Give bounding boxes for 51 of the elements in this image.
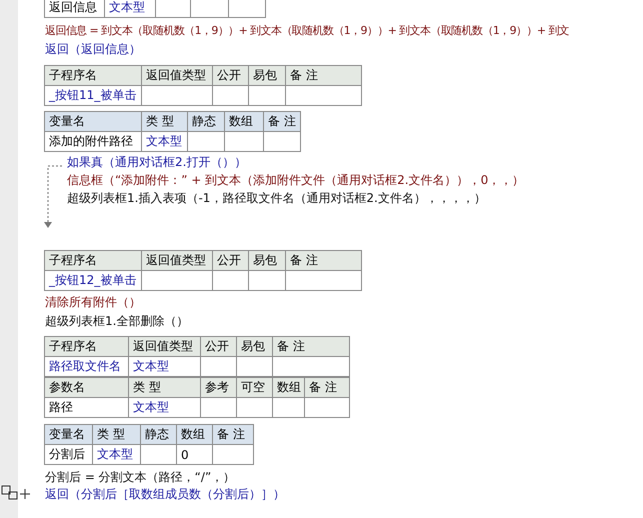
table-cell: 文本型 (128, 398, 200, 418)
code-line: 超级列表框1.插入表项（-1，路径取文件名（通用对话框2.文件名），，，，） (67, 190, 486, 207)
column-header: 备 注 (304, 378, 350, 398)
code-line: 如果真（通用对话框2.打开（）） (67, 154, 246, 171)
column-header: 类 型 (92, 424, 140, 444)
code-line: 信息框（“添加附件：” + 到文本（添加附件文件（通用对话框2.文件名）），0，，） (67, 172, 524, 189)
table-cell: 0 (176, 444, 212, 464)
column-header: 静态 (188, 112, 224, 132)
column-header: 子程序名 (44, 336, 128, 356)
column-header: 备 注 (286, 250, 362, 270)
table-cell: 添加的附件路径 (44, 132, 142, 152)
table-cell: _按钮12_被单击 (44, 270, 142, 290)
code-line: 分割后 = 分割文本（路径，“/”，） (45, 469, 236, 486)
table-cell: 文本型 (92, 444, 140, 464)
column-header: 易包 (248, 250, 286, 270)
table-cell: 分割后 (44, 444, 92, 464)
column-header: 子程序名 (44, 250, 142, 270)
column-header: 返回值类型 (142, 250, 212, 270)
column-header: 备 注 (286, 66, 362, 86)
table-cell: 路径 (44, 398, 128, 418)
column-header: 数组 (272, 378, 304, 398)
table-cell: _按钮11_被单击 (44, 86, 142, 106)
code-line: 超级列表框1.全部删除（） (45, 313, 188, 330)
column-header: 变量名 (44, 112, 142, 132)
column-header: 易包 (236, 336, 272, 356)
code-line: 返回（返回信息） (45, 41, 141, 58)
column-header: 公开 (212, 66, 248, 86)
table-cell: 文本型 (142, 132, 188, 152)
code-line: 返回信息 = 到文本（取随机数（1，9））+ 到文本（取随机数（1，9））+ 到文本（取随机数（1，9））+ 到文 (45, 23, 570, 38)
column-header: 静态 (140, 424, 176, 444)
column-header: 备 注 (272, 336, 350, 356)
code-line: 返回（分割后［取数组成员数（分割后）］） (45, 486, 285, 503)
column-header: 可空 (236, 378, 272, 398)
column-header: 子程序名 (44, 66, 142, 86)
column-header: 数组 (224, 112, 264, 132)
column-header: 参数名 (44, 378, 128, 398)
column-header: 数组 (176, 424, 212, 444)
column-header: 公开 (200, 336, 236, 356)
column-header: 返回值类型 (128, 336, 200, 356)
column-header: 变量名 (44, 424, 92, 444)
table-cell: 返回信息 (44, 0, 104, 18)
column-header: 返回值类型 (142, 66, 212, 86)
table-cell: 文本型 (104, 0, 156, 18)
column-header: 备 注 (212, 424, 254, 444)
column-header: 备 注 (264, 112, 300, 132)
column-header: 公开 (212, 250, 248, 270)
code-line: 清除所有附件（） (45, 294, 141, 311)
column-header: 类 型 (128, 378, 200, 398)
column-header: 参考 (200, 378, 236, 398)
column-header: 类 型 (142, 112, 188, 132)
column-header: 易包 (248, 66, 286, 86)
